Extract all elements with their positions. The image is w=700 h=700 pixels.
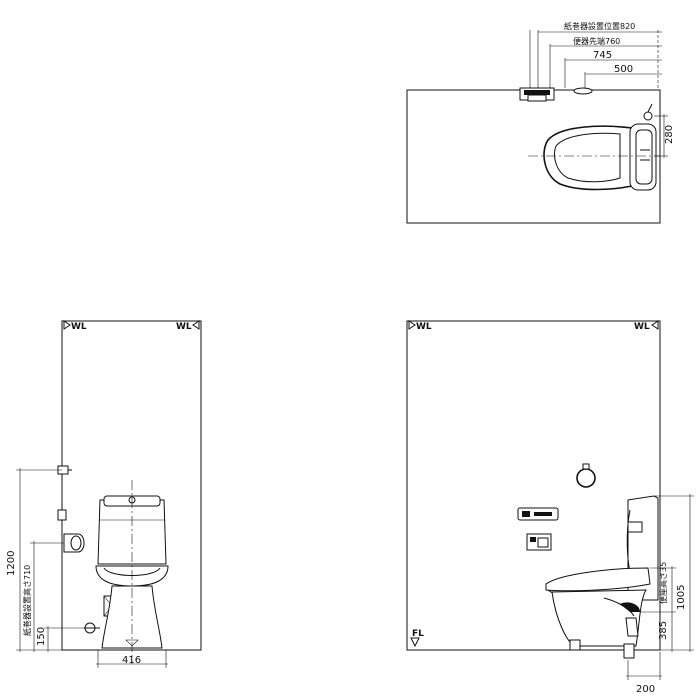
side-remote-control (517, 507, 559, 521)
plan-toilet (543, 103, 657, 191)
front-dim-416: 416 (122, 655, 141, 666)
plan-remote-control (573, 87, 593, 95)
plan-dim-280: 280 (664, 125, 675, 144)
side-toilet (545, 495, 659, 659)
side-wl-right: WL (634, 322, 650, 332)
side-towel-ring (576, 463, 596, 488)
front-dim-paper-height: 紙巻器設置高さ710 (22, 565, 32, 636)
plan-dim-paper-holder: 紙巻器設置位置820 (564, 21, 635, 31)
side-room-outline (406, 320, 661, 651)
plan-dim-745: 745 (593, 50, 612, 61)
front-room-outline (61, 320, 202, 651)
front-shutoff-valve (84, 622, 100, 634)
front-handrail (57, 465, 72, 521)
side-dimension-lines (626, 494, 694, 680)
plan-dim-tank-front: 便器先端760 (573, 36, 620, 46)
plan-paper-holder (519, 87, 555, 102)
plan-dim-500: 500 (614, 64, 633, 75)
side-dim-200: 200 (636, 684, 655, 695)
side-dim-1005: 1005 (676, 585, 687, 610)
plan-dimension-lines (529, 30, 662, 88)
front-view: WL WL (6, 320, 202, 668)
plan-room-outline (406, 89, 661, 224)
front-wl-left: WL (71, 322, 87, 332)
side-fl: FL (412, 629, 424, 639)
side-wl-left: WL (416, 322, 432, 332)
front-wl-right: WL (176, 322, 192, 332)
side-dim-seat-height: 便座高さ35 (658, 562, 668, 604)
plan-view: 紙巻器設置位置820 便器先端760 745 500 280 (406, 21, 675, 224)
side-paper-holder (526, 533, 552, 551)
front-paper-holder (63, 533, 85, 553)
front-dim-1200: 1200 (6, 551, 17, 576)
side-view: WL WL FL (406, 320, 694, 695)
front-dim-150: 150 (36, 627, 47, 646)
front-toilet (95, 495, 169, 649)
front-dimension-lines (16, 468, 168, 668)
side-dim-385: 385 (658, 621, 669, 640)
